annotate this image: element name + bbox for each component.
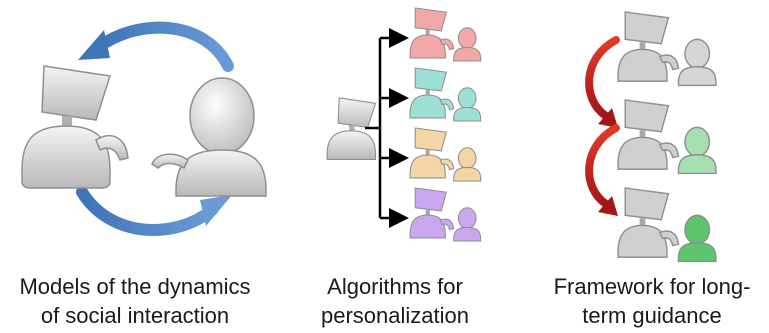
robot-icon <box>617 187 680 258</box>
robot-person-pair <box>409 187 482 242</box>
caption-line: personalization <box>321 303 469 328</box>
panel-social-dynamics <box>21 21 267 236</box>
person-icon <box>677 126 717 175</box>
caption-line: Models of the dynamics <box>19 274 251 299</box>
caption-line: Framework for long- <box>553 274 751 299</box>
caption-line: of social interaction <box>40 303 230 328</box>
robot-icon <box>326 97 377 160</box>
robot-person-pair <box>409 127 482 182</box>
robot-person-pair <box>409 7 482 62</box>
panel-personalization <box>326 7 482 242</box>
robot-person-pair <box>409 67 482 122</box>
robot-icon <box>409 127 455 179</box>
robot-icon <box>617 11 680 82</box>
person-icon <box>677 38 717 87</box>
caption-line: term guidance <box>582 303 722 328</box>
robot-person-pair <box>617 99 717 175</box>
robot-icon <box>409 67 455 119</box>
robot-icon <box>409 7 455 59</box>
person-icon <box>453 87 482 122</box>
panel-long-term-guidance <box>585 11 717 263</box>
caption-personalization: Algorithms for personalization <box>290 272 500 330</box>
person-icon <box>151 77 267 197</box>
robot-person-pair <box>617 11 717 87</box>
cycle-arrow-icon <box>78 21 234 72</box>
progress-arrow-icon <box>585 124 620 216</box>
person-icon <box>677 214 717 263</box>
caption-line: Algorithms for <box>327 274 463 299</box>
person-icon <box>453 147 482 182</box>
person-icon <box>453 207 482 242</box>
person-icon <box>453 27 482 62</box>
caption-long-term-guidance: Framework for long- term guidance <box>535 272 769 330</box>
caption-social-dynamics: Models of the dynamics of social interac… <box>0 272 270 330</box>
robot-icon <box>409 187 455 239</box>
progress-arrow-icon <box>585 36 620 128</box>
cycle-arrow-icon <box>76 186 232 236</box>
robot-person-pair <box>617 187 717 263</box>
branch-arrow-icon <box>365 28 409 228</box>
robot-icon <box>617 99 680 170</box>
robot-icon <box>21 65 129 189</box>
